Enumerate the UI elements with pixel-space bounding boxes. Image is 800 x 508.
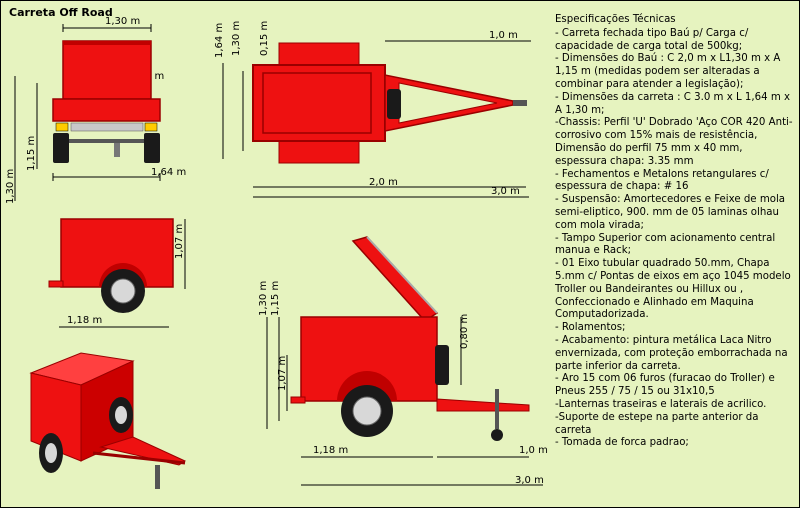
diagram-title: Carreta Off Road — [9, 6, 113, 19]
top-hitch — [513, 100, 527, 106]
open-lid — [351, 236, 439, 322]
side-rim — [110, 278, 136, 304]
side-wheel-label: 1,18 m — [67, 315, 102, 326]
open-lid-height-label: 0,80 m — [459, 314, 470, 349]
spec-item: - Acabamento: pintura metálica Laca Nitr… — [555, 334, 788, 372]
open-wheel-label: 1,18 m — [313, 445, 348, 456]
spec-item: -Suporte de estepe na parte anterior da … — [555, 411, 759, 436]
spec-item: - Carreta fechada tipo Baú p/ Carga c/ c… — [555, 27, 749, 52]
rear-width-label: 1,30 m — [105, 16, 140, 27]
rear-bumper — [70, 122, 144, 132]
open-drawbar-label: 1,0 m — [519, 445, 548, 456]
top-box — [252, 64, 386, 142]
specifications-panel: Especificações Técnicas - Carreta fechad… — [555, 14, 795, 450]
spec-item: - Rolamentos; — [555, 322, 626, 334]
open-spare-tire — [435, 345, 449, 385]
spec-item: - Tampo Superior com acionamento central… — [555, 232, 776, 257]
top-fender-left — [278, 42, 360, 68]
rear-lid — [63, 41, 151, 45]
top-drawbar-label: 1,0 m — [489, 30, 518, 41]
spec-item: - Aro 15 com 06 furos (furacao do Trolle… — [555, 373, 775, 398]
top-box-width-label: 1,30 m — [231, 21, 242, 56]
spec-item: -Lanternas traseiras e laterais de acril… — [555, 398, 767, 410]
rear-jack — [114, 143, 120, 157]
top-total-length-label: 3,0 m — [491, 186, 520, 197]
rear-view: 1,30 m 0,15 m 1,15 m 1,30 m 1,64 m — [5, 16, 186, 204]
persp-spare-rim — [115, 406, 127, 424]
rear-light-left — [55, 122, 69, 132]
persp-jack — [155, 465, 160, 489]
top-view: 1,64 m 1,30 m 0,15 m 1,0 m 2,0 m 3,0 m — [214, 21, 531, 198]
side-view: 1,07 m 1,18 m — [48, 218, 186, 328]
rear-total-height-label: 1,30 m — [5, 169, 16, 204]
top-spare-tire — [387, 89, 401, 119]
rear-box — [62, 40, 152, 100]
perspective-view — [29, 352, 187, 489]
side-bumper — [48, 280, 64, 288]
specs-title: Especificações Técnicas — [555, 14, 676, 25]
open-side-height-label: 1,07 m — [277, 356, 288, 391]
open-total-length-label: 3,0 m — [515, 475, 544, 486]
spec-item: -Chassis: Perfil 'U' Dobrado 'Aço COR 42… — [555, 117, 793, 167]
top-gap-label: 0,15 m — [259, 21, 270, 56]
rear-light-right — [144, 122, 158, 132]
persp-drawbar-beam — [92, 451, 186, 465]
rear-box-height-label: 1,15 m — [26, 136, 37, 171]
persp-rim — [45, 443, 57, 463]
open-bumper — [290, 396, 306, 404]
open-side-view: 1,30 m 1,15 m 1,07 m 0,80 m 1,18 m 1,0 m… — [258, 236, 548, 486]
open-rim — [352, 396, 382, 426]
open-jack — [495, 389, 499, 429]
rear-track-label: 1,64 m — [151, 167, 186, 178]
spec-list: - Carreta fechada tipo Baú p/ Carga c/ c… — [555, 28, 795, 450]
open-lid-edge — [366, 236, 438, 314]
spec-item: - Dimensões da carreta : C 3.0 m x L 1,6… — [555, 91, 791, 116]
rear-tire-left — [53, 133, 69, 163]
spec-item: - Dimensões do Baú : C 2,0 m x L1,30 m x… — [555, 53, 781, 90]
spec-item: - Fechamentos e Metalons retangulares c/… — [555, 168, 769, 193]
open-drawbar — [436, 398, 530, 412]
rear-fender — [52, 98, 161, 122]
open-jack-wheel — [491, 429, 503, 441]
open-total-height-label: 1,30 m — [258, 281, 269, 316]
top-lid — [262, 72, 372, 134]
top-body-length-label: 2,0 m — [369, 177, 398, 188]
top-fender-right — [278, 138, 360, 164]
spec-item: - Tomada de forca padrao; — [555, 437, 689, 449]
open-box-height-label: 1,15 m — [270, 281, 281, 316]
spec-item: - Suspensão: Amortecedores e Feixe de mo… — [555, 194, 786, 231]
rear-tire-right — [144, 133, 160, 163]
spec-item: - 01 Eixo tubular quadrado 50.mm, Chapa … — [555, 258, 791, 321]
top-total-width-label: 1,64 m — [214, 23, 225, 58]
side-height-label: 1,07 m — [174, 224, 185, 259]
rear-axle — [69, 139, 144, 143]
